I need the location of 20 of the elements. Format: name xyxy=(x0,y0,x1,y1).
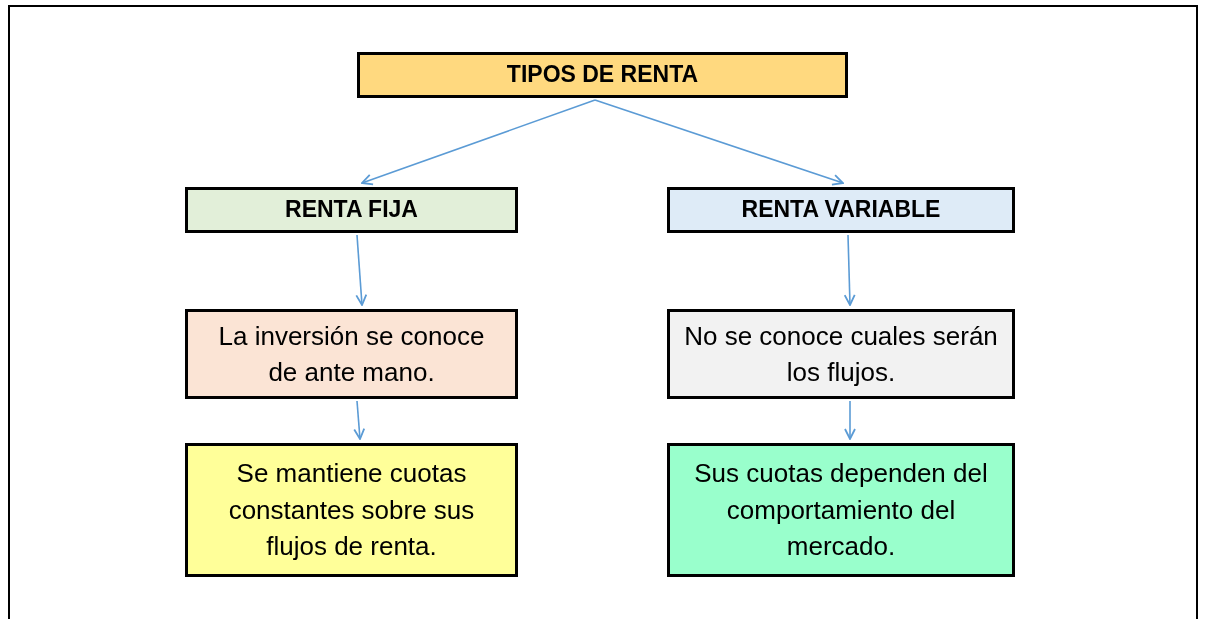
box-text: No se conoce cuales serán los flujos. xyxy=(684,319,998,389)
process-box xyxy=(185,187,518,233)
process-box xyxy=(667,443,1015,577)
box-heading: TIPOS DE RENTA xyxy=(506,61,699,89)
process-box xyxy=(667,309,1015,399)
arrow xyxy=(594,99,844,186)
process-box xyxy=(667,187,1015,233)
arrow xyxy=(361,99,596,186)
arrow xyxy=(844,400,856,440)
box-text: Se mantiene cuotas constantes sobre sus flujos de renta. xyxy=(227,457,476,564)
process-box xyxy=(357,52,848,98)
process-box xyxy=(185,443,518,577)
arrow xyxy=(843,234,856,306)
arrow xyxy=(355,234,368,306)
box-heading: RENTA VARIABLE xyxy=(741,196,941,224)
box-heading: RENTA FIJA xyxy=(285,196,418,224)
box-text: Sus cuotas dependen del comportamiento del mercado. xyxy=(693,457,989,564)
process-box xyxy=(185,309,518,399)
arrow xyxy=(353,400,366,440)
box-text: La inversión se conoce de ante mano. xyxy=(217,319,486,389)
